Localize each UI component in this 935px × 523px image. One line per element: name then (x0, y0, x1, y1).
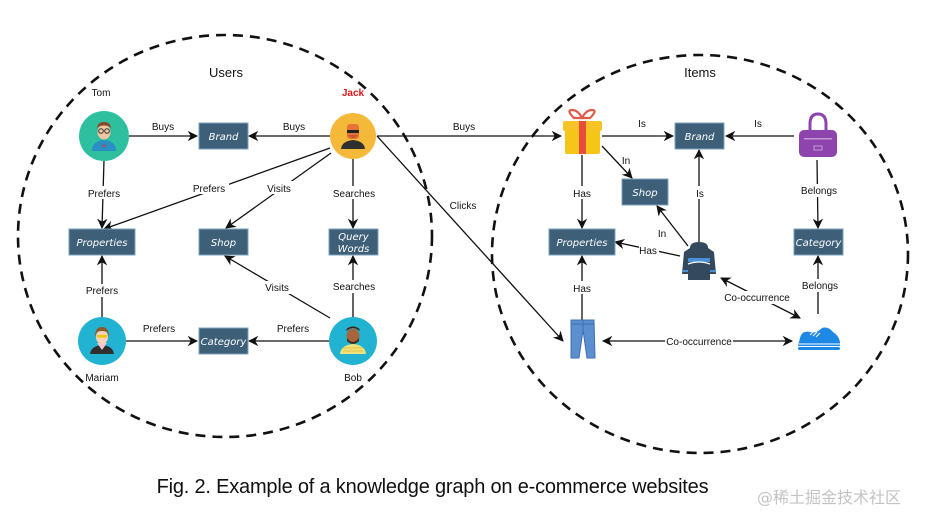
gift-icon (563, 108, 602, 154)
entity-properties-users[interactable]: Properties (68, 228, 136, 256)
entity-query-words-label-1: Query (338, 232, 369, 243)
entity-properties-users-label: Properties (77, 238, 128, 249)
label-handbag-belongs-category: Belongs (801, 186, 837, 197)
entity-shop-items-label: Shop (632, 188, 657, 199)
sweater-icon (682, 242, 716, 280)
label-gift-in-shop: In (622, 156, 630, 167)
user-name-jack: Jack (342, 88, 365, 99)
label-handbag-is-brand: Is (754, 119, 762, 130)
entity-brand-users-label: Brand (209, 132, 239, 143)
label-jack-clicks-jeans: Clicks (450, 201, 477, 212)
label-mariam-prefers-category: Prefers (143, 324, 175, 335)
items-group-title: Items (684, 65, 716, 80)
label-sweater-is-brand: Is (696, 189, 704, 200)
edge-sweater-in-shop (656, 205, 689, 247)
label-gift-is-brand: Is (638, 119, 646, 130)
users-group-boundary (16, 33, 434, 439)
label-jeans-cooccur-sneaker: Co-occurrence (666, 337, 732, 348)
entity-shop-items[interactable]: Shop (621, 178, 669, 206)
user-node-mariam[interactable]: Mariam (78, 317, 126, 384)
label-sneaker-belongs-category: Belongs (802, 281, 838, 292)
entity-shop-users-label: Shop (211, 238, 236, 249)
user-node-jack[interactable]: Jack (330, 88, 376, 159)
item-node-handbag[interactable] (799, 112, 837, 157)
figure-caption: Fig. 2. Example of a knowledge graph on … (0, 476, 935, 499)
label-sweater-cooccur-sneaker: Co-occurrence (724, 293, 790, 304)
label-jack-searches-query: Searches (333, 189, 375, 200)
entity-brand-items-label: Brand (685, 132, 715, 143)
label-jack-buys-brand: Buys (283, 122, 305, 133)
items-group-boundary (490, 53, 910, 455)
user-name-tom: Tom (92, 88, 111, 99)
label-jack-buys-gift: Buys (453, 122, 475, 133)
sneaker-icon (798, 327, 840, 350)
entity-query-words[interactable]: Query Words (328, 228, 379, 256)
entity-category-items-label: Category (796, 238, 843, 249)
user-name-mariam: Mariam (85, 373, 118, 384)
label-jack-prefers-properties: Prefers (193, 184, 225, 195)
entity-brand-items[interactable]: Brand (674, 122, 725, 150)
knowledge-graph-diagram: Users Items Buys Buys Prefers Prefers Vi… (16, 33, 910, 455)
entity-properties-items[interactable]: Properties (548, 228, 616, 256)
label-mariam-prefers-properties: Prefers (86, 286, 118, 297)
user-name-bob: Bob (344, 373, 362, 384)
entity-query-words-label-2: Words (338, 244, 370, 255)
label-tom-prefers-properties: Prefers (88, 189, 120, 200)
entity-properties-items-label: Properties (557, 238, 608, 249)
edge-labels: Buys Buys Prefers Prefers Visits Searche… (84, 119, 840, 348)
label-jack-visits-shop: Visits (267, 184, 291, 195)
label-sweater-in-shop: In (658, 229, 666, 240)
entity-category-users-label: Category (201, 337, 248, 348)
handbag-icon (799, 112, 837, 157)
user-node-bob[interactable]: Bob (329, 317, 377, 384)
edge-gift-in-shop (601, 145, 633, 179)
entity-category-items[interactable]: Category (793, 228, 844, 256)
entity-brand-users[interactable]: Brand (198, 122, 249, 150)
user-node-tom[interactable]: Tom (79, 88, 129, 161)
person-icon (92, 122, 116, 151)
watermark: @稀土掘金技术社区 (757, 488, 902, 507)
label-jeans-has-properties: Has (573, 284, 591, 295)
label-bob-visits-shop: Visits (265, 283, 289, 294)
item-node-sneaker[interactable] (798, 327, 840, 351)
entity-shop-users[interactable]: Shop (198, 228, 249, 256)
person-icon (341, 124, 365, 149)
person-icon (340, 326, 366, 354)
users-group-title: Users (209, 65, 243, 80)
label-tom-buys-brand: Buys (152, 122, 174, 133)
item-node-jeans[interactable] (570, 319, 596, 359)
jeans-icon (570, 319, 596, 359)
item-node-gift[interactable] (563, 108, 602, 154)
edge-jack-clicks-jeans (376, 135, 564, 342)
figure-caption-text: Fig. 2. Example of a knowledge graph on … (156, 476, 709, 498)
label-bob-searches-query: Searches (333, 282, 375, 293)
label-sweater-has-properties: Has (639, 246, 657, 257)
person-icon (90, 327, 114, 354)
label-bob-prefers-category: Prefers (277, 324, 309, 335)
entity-category-users[interactable]: Category (198, 327, 249, 355)
label-gift-has-properties: Has (573, 189, 591, 200)
item-node-sweater[interactable] (682, 242, 716, 280)
